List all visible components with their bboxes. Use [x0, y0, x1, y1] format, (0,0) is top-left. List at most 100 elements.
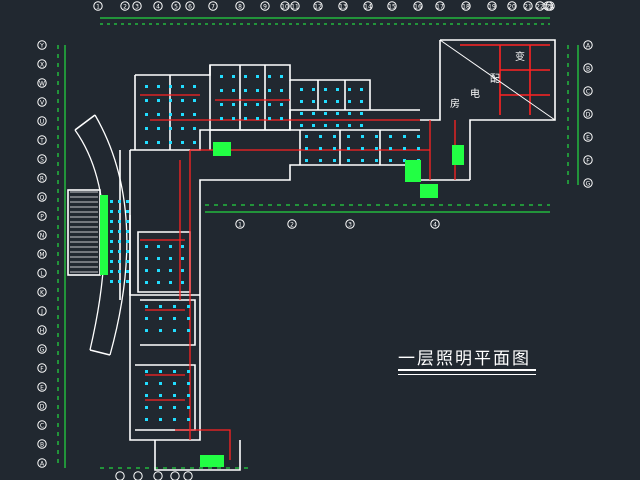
light-fixture-icon	[300, 124, 303, 127]
light-fixture-icon	[110, 280, 113, 283]
top-axis-bubble-11: 11	[290, 1, 300, 11]
svg-text:P: P	[40, 214, 44, 221]
light-fixture-icon	[169, 281, 172, 284]
light-fixture-icon	[145, 382, 148, 385]
light-fixture-icon	[173, 329, 176, 332]
light-fixture-icon	[360, 88, 363, 91]
light-fixture-icon	[187, 382, 190, 385]
light-fixture-icon	[126, 260, 129, 263]
light-fixture-icon	[347, 159, 350, 162]
light-fixture-icon	[118, 200, 121, 203]
left-axis-bubble-B: B	[37, 439, 47, 449]
top-axis-bubble-17: 17	[435, 1, 445, 11]
light-fixture-icon	[145, 127, 148, 130]
top-axis-bubble-20: 20	[507, 1, 517, 11]
svg-text:21: 21	[524, 4, 532, 11]
light-fixture-icon	[187, 370, 190, 373]
light-fixture-icon	[220, 103, 223, 106]
svg-text:15: 15	[388, 4, 396, 11]
light-fixture-icon	[256, 75, 259, 78]
left-axis-bubble-L: L	[37, 268, 47, 278]
light-fixture-icon	[181, 257, 184, 260]
light-fixture-icon	[187, 406, 190, 409]
svg-text:1: 1	[96, 4, 100, 11]
light-fixture-icon	[118, 250, 121, 253]
bottom-axis-bubble-4	[183, 471, 193, 480]
light-fixture-icon	[389, 135, 392, 138]
mid-axis-bubble-0: 1	[235, 219, 245, 229]
light-fixture-icon	[181, 113, 184, 116]
light-fixture-icon	[232, 103, 235, 106]
light-fixture-icon	[118, 220, 121, 223]
light-fixture-icon	[333, 135, 336, 138]
light-fixture-icon	[232, 89, 235, 92]
svg-text:7: 7	[211, 4, 215, 11]
light-fixture-icon	[159, 370, 162, 373]
light-fixture-icon	[220, 89, 223, 92]
light-fixture-icon	[375, 135, 378, 138]
light-fixture-icon	[159, 382, 162, 385]
light-fixture-icon	[181, 127, 184, 130]
light-fixture-icon	[173, 382, 176, 385]
light-fixture-icon	[118, 280, 121, 283]
left-axis-bubble-V: V	[37, 97, 47, 107]
svg-text:19: 19	[488, 4, 496, 11]
light-fixture-icon	[110, 200, 113, 203]
light-fixture-icon	[145, 85, 148, 88]
top-axis-bubble-16: 16	[413, 1, 423, 11]
light-fixture-icon	[159, 418, 162, 421]
svg-text:16: 16	[414, 4, 422, 11]
left-axis-bubble-A: A	[37, 458, 47, 468]
light-fixture-icon	[220, 75, 223, 78]
svg-text:J: J	[40, 309, 43, 316]
svg-text:C: C	[586, 89, 590, 96]
light-fixture-icon	[193, 127, 196, 130]
svg-text:5: 5	[174, 4, 178, 11]
svg-text:2: 2	[123, 4, 127, 11]
left-axis-bubble-S: S	[37, 154, 47, 164]
light-fixture-icon	[319, 147, 322, 150]
svg-text:17: 17	[436, 4, 444, 11]
top-axis-bubble-10: 10	[280, 1, 290, 11]
light-fixture-icon	[244, 89, 247, 92]
light-fixture-icon	[157, 141, 160, 144]
svg-text:F: F	[586, 158, 590, 165]
light-fixture-icon	[173, 370, 176, 373]
svg-text:12: 12	[314, 4, 322, 11]
svg-text:24: 24	[546, 4, 554, 11]
light-fixture-icon	[305, 135, 308, 138]
svg-text:4: 4	[156, 4, 160, 11]
left-axis-bubble-X: X	[37, 59, 47, 69]
light-fixture-icon	[268, 75, 271, 78]
light-fixture-icon	[181, 281, 184, 284]
left-axis-bubble-T: T	[37, 135, 47, 145]
svg-text:22: 22	[536, 4, 544, 11]
top-axis-bubble-19: 19	[487, 1, 497, 11]
light-fixture-icon	[159, 305, 162, 308]
mid-axis-bubble-3: 4	[430, 219, 440, 229]
light-fixture-icon	[300, 88, 303, 91]
light-fixture-icon	[157, 85, 160, 88]
light-fixture-icon	[324, 100, 327, 103]
light-fixture-icon	[220, 117, 223, 120]
light-fixture-icon	[145, 370, 148, 373]
light-fixture-icon	[169, 113, 172, 116]
svg-text:N: N	[40, 233, 45, 240]
light-fixture-icon	[110, 230, 113, 233]
svg-text:Y: Y	[39, 43, 44, 50]
svg-text:M: M	[39, 252, 44, 259]
bottom-axis-bubble-2	[153, 471, 163, 480]
left-axis-bubble-P: P	[37, 211, 47, 221]
mid-axis-bubble-2: 3	[345, 219, 355, 229]
light-fixture-icon	[110, 220, 113, 223]
light-fixtures	[110, 75, 420, 421]
light-fixture-icon	[193, 113, 196, 116]
svg-text:23: 23	[544, 4, 552, 11]
light-fixture-icon	[360, 112, 363, 115]
light-fixture-icon	[280, 89, 283, 92]
drawing-title: 一层照明平面图	[398, 349, 531, 369]
right-axis-bubble-B: B	[583, 63, 593, 73]
light-fixture-icon	[361, 135, 364, 138]
light-fixture-icon	[403, 135, 406, 138]
